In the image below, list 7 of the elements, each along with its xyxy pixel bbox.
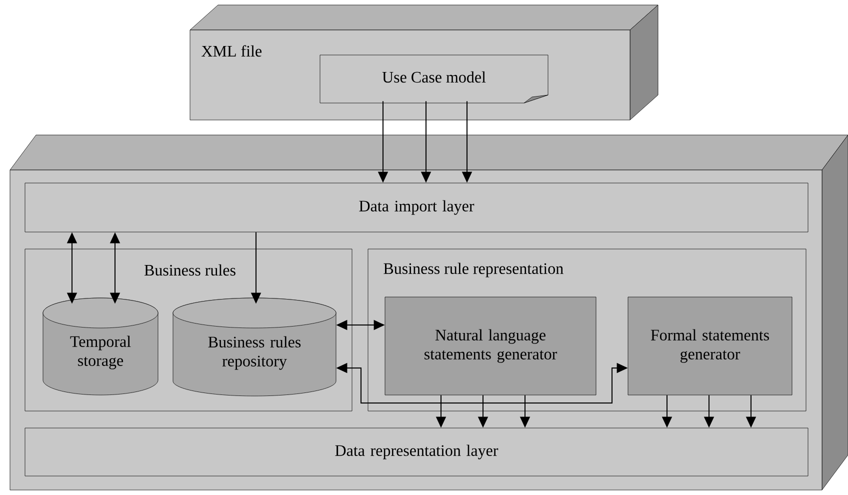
- database-cylinder: Business rules repository: [172, 298, 336, 396]
- component-box: Formal statements generator: [628, 296, 792, 396]
- note-box: Use Case model: [320, 54, 548, 104]
- layer-box: Data import layer: [24, 182, 808, 232]
- component-box: Natural language statements generator: [384, 296, 596, 396]
- database-cylinder: Temporal storage: [42, 298, 158, 396]
- layer-box: Data representation layer: [24, 428, 808, 476]
